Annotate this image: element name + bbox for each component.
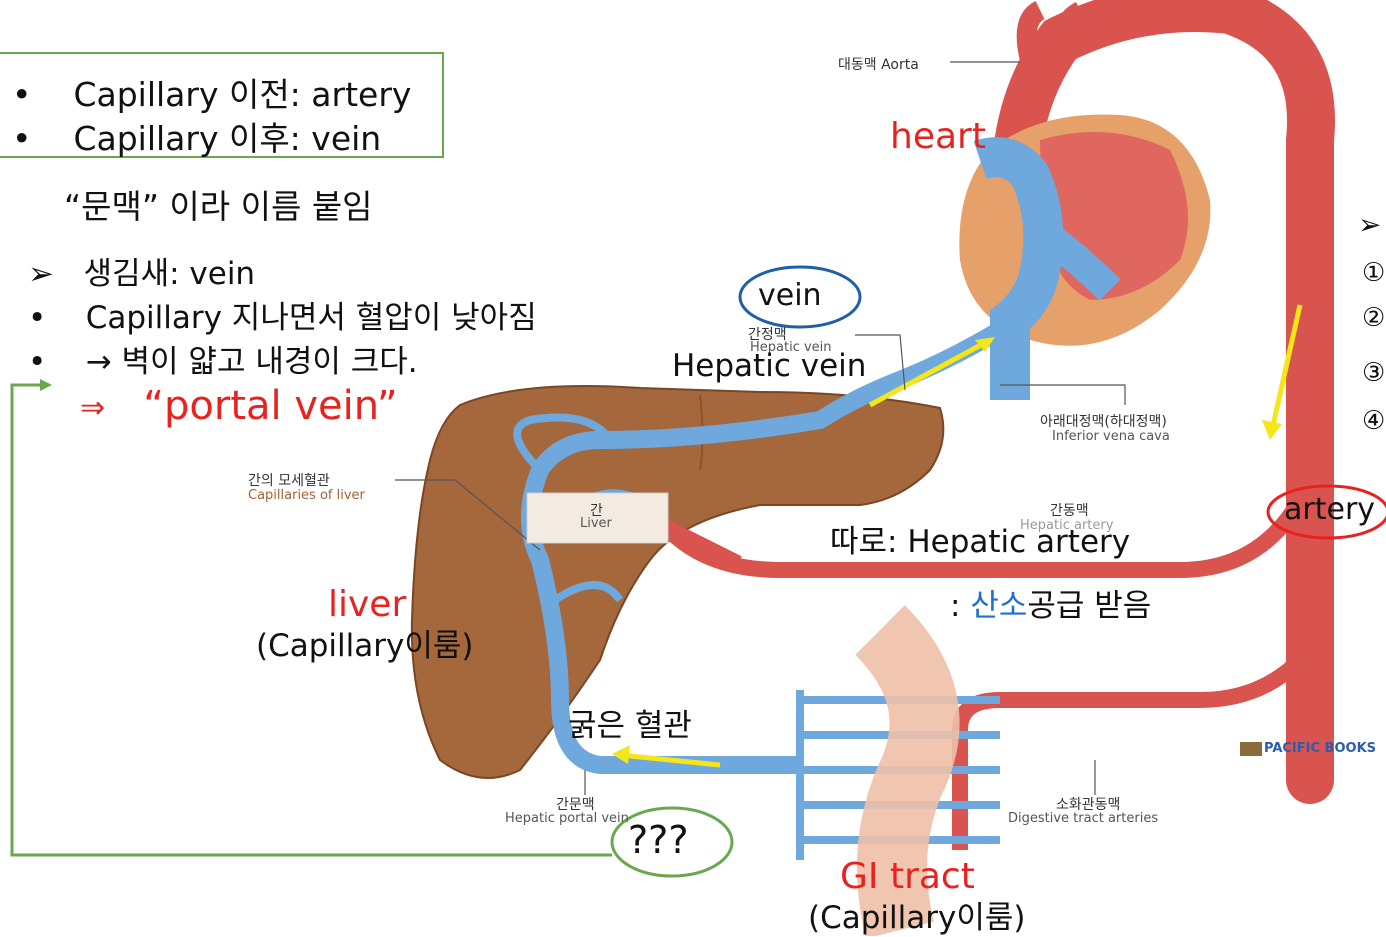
publisher-label: PACIFIC BOOKS <box>1264 741 1376 756</box>
note-bullet-1: • Capillary 이전: artery <box>12 68 411 116</box>
right-bullet: ➢ <box>1358 208 1381 241</box>
digest-en-label: Digestive tract arteries <box>1008 811 1158 826</box>
separately-hepatic-artery: 따로: Hepatic artery <box>830 516 1130 561</box>
publisher-logo-icon <box>1240 742 1262 756</box>
right-num-1: ① <box>1362 258 1385 288</box>
note-line-1: Capillary 이전: artery <box>73 75 411 114</box>
hepatic-vein-big-label: Hepatic vein <box>672 348 866 384</box>
right-num-4: ④ <box>1362 406 1385 436</box>
vein-label: vein <box>758 278 822 313</box>
note-bullet-5: • → 벽이 얇고 내경이 크다. <box>28 336 418 381</box>
right-num-3: ③ <box>1362 358 1385 388</box>
oxygen-prefix: : <box>950 588 970 624</box>
note-named: “문맥” 이라 이름 붙임 <box>64 180 373 228</box>
portal-vein-text: “portal vein” <box>143 383 397 429</box>
right-num-2: ② <box>1362 303 1385 333</box>
gi-capillary-label: (Capillary이룸) <box>808 892 1025 937</box>
cap-liver-en-label: Capillaries of liver <box>248 488 365 503</box>
artery-label: artery <box>1284 492 1375 527</box>
note-line-5: → 벽이 얇고 내경이 크다. <box>86 344 418 380</box>
gi-tract-label: GI tract <box>840 856 975 897</box>
thick-vessel-label: 굵은 혈관 <box>568 700 692 745</box>
note-bullet-2: • Capillary 이후: vein <box>12 112 381 160</box>
liver-capillary-label: (Capillary이룸) <box>256 620 473 665</box>
liver-en-label: Liver <box>580 516 612 531</box>
portal-vein-note: ⇒ “portal vein” <box>80 383 398 429</box>
question-label: ??? <box>628 818 689 862</box>
ivc-ko-label: 아래대정맥(하대정맥) <box>1040 411 1167 431</box>
implies-symbol: ⇒ <box>80 391 105 426</box>
note-line-3: 생김새: vein <box>84 256 256 292</box>
oxygen-word: 산소 <box>970 588 1027 624</box>
heart-label: heart <box>890 116 986 157</box>
note-line-2: Capillary 이후: vein <box>73 119 381 158</box>
oxygen-supply: : 산소공급 받음 <box>950 580 1151 625</box>
oxygen-rest: 공급 받음 <box>1027 588 1151 624</box>
portal-en-label: Hepatic portal vein <box>505 811 629 826</box>
ivc-en-label: Inferior vena cava <box>1052 429 1170 444</box>
note-appearance: ⇒➢ 생김새: vein <box>28 248 255 293</box>
note-line-4: Capillary 지나면서 혈압이 낮아짐 <box>86 300 537 336</box>
cap-liver-ko-label: 간의 모세혈관 <box>248 470 330 490</box>
arrowhead <box>1262 420 1282 440</box>
note-bullet-4: • Capillary 지나면서 혈압이 낮아짐 <box>28 292 537 337</box>
aorta-label: 대동맥 Aorta <box>838 54 919 74</box>
liver-red-label: liver <box>328 584 406 625</box>
